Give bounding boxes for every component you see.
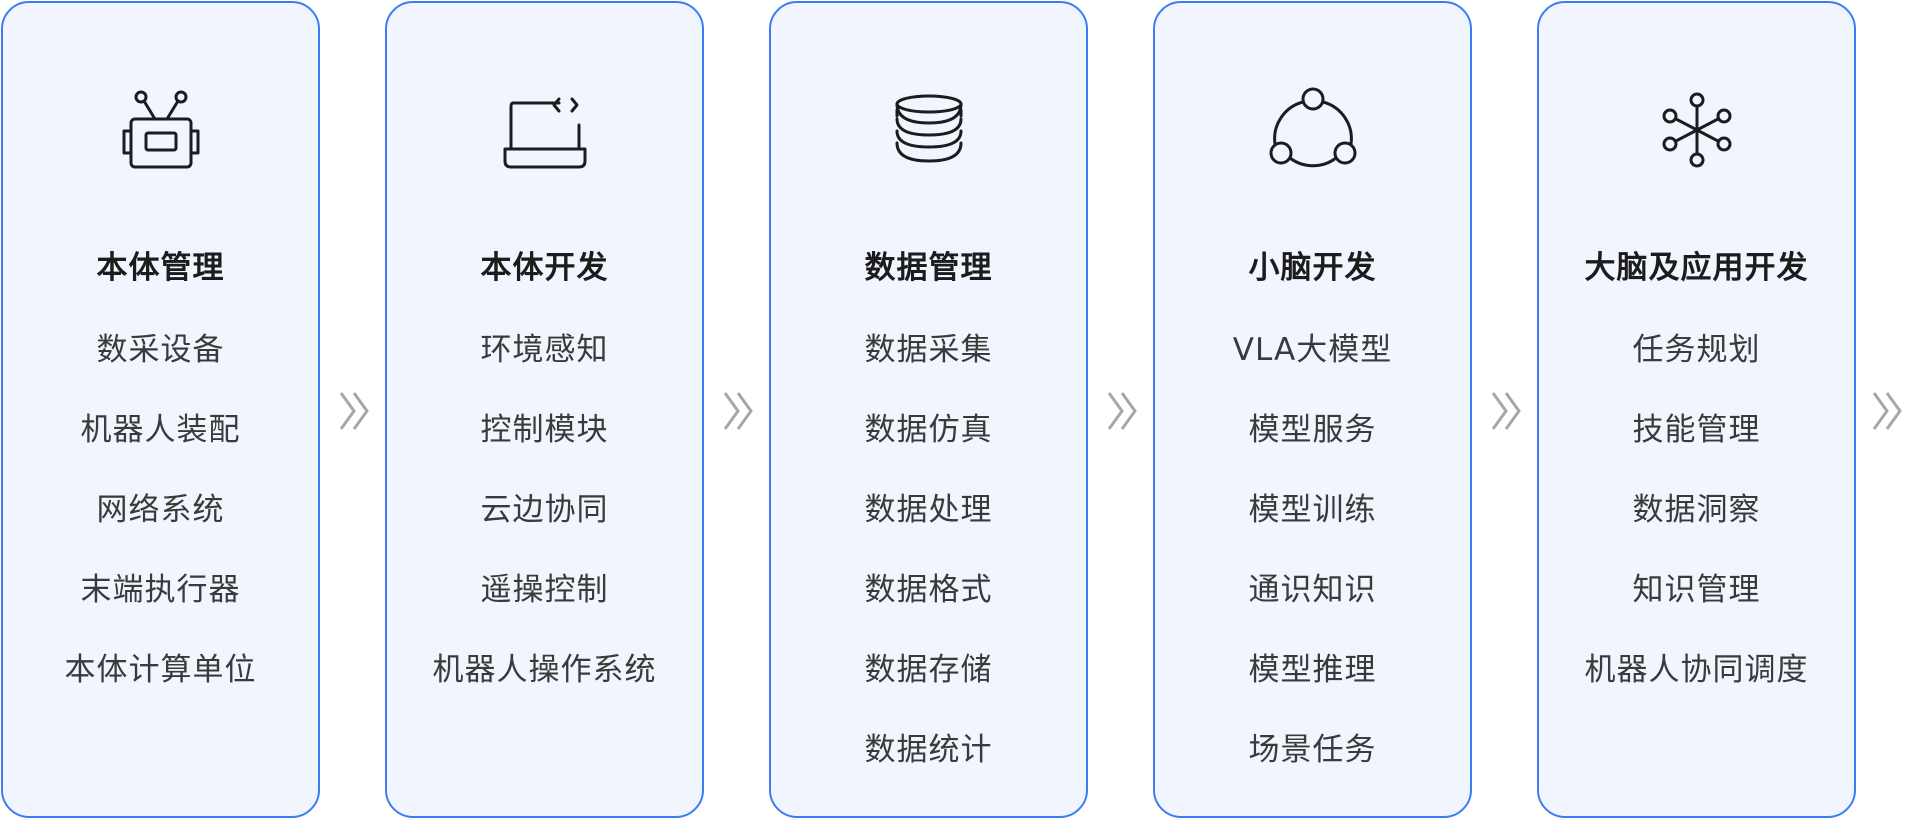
list-item: 数据洞察 [1632,492,1761,528]
column-title: 本体管理 [96,250,225,286]
column-title: 大脑及应用开发 [1584,250,1809,286]
column-title: 数据管理 [864,250,993,286]
list-item: 数据采集 [864,332,993,368]
chevron-right-icon [1107,392,1137,430]
item-list: 数据采集 数据仿真 数据处理 数据格式 数据存储 数据统计 [771,325,1086,805]
column-title: 小脑开发 [1248,250,1377,286]
list-item: 机器人协同调度 [1584,652,1809,688]
list-item: 数据格式 [864,572,993,608]
list-item: 控制模块 [480,412,609,448]
chevron-right-icon [1491,392,1521,430]
column-card-cerebellum-development: 小脑开发 VLA大模型 模型服务 模型训练 通识知识 模型推理 场景任务 [1153,1,1472,818]
chevron-right-icon [1872,392,1902,430]
item-list: VLA大模型 模型服务 模型训练 通识知识 模型推理 场景任务 [1155,325,1470,805]
list-item: 云边协同 [480,492,609,528]
item-list: 任务规划 技能管理 数据洞察 知识管理 机器人协同调度 [1539,325,1854,725]
molecule-icon [1539,81,1854,181]
list-item: 数据处理 [864,492,993,528]
list-item: 模型服务 [1248,412,1377,448]
list-item: 模型推理 [1248,652,1377,688]
chevron-right-icon [339,392,369,430]
column-card-data-management: 数据管理 数据采集 数据仿真 数据处理 数据格式 数据存储 数据统计 [769,1,1088,818]
list-item: 环境感知 [480,332,609,368]
list-item: 模型训练 [1248,492,1377,528]
database-icon [771,81,1086,181]
network-triangle-icon [1155,81,1470,181]
list-item: 通识知识 [1248,572,1377,608]
list-item: VLA大模型 [1232,332,1393,368]
list-item: 末端执行器 [80,572,241,608]
list-item: 任务规划 [1632,332,1761,368]
list-item: 机器人装配 [80,412,241,448]
list-item: 场景任务 [1248,732,1377,768]
list-item: 遥操控制 [480,572,609,608]
list-item: 数据存储 [864,652,993,688]
list-item: 数据统计 [864,732,993,768]
list-item: 数采设备 [96,332,225,368]
list-item: 本体计算单位 [64,652,257,688]
column-card-ontology-development: 本体开发 环境感知 控制模块 云边协同 遥操控制 机器人操作系统 [385,1,704,818]
chevron-right-icon [723,392,753,430]
list-item: 网络系统 [96,492,225,528]
list-item: 机器人操作系统 [432,652,657,688]
item-list: 数采设备 机器人装配 网络系统 末端执行器 本体计算单位 [3,325,318,725]
column-title: 本体开发 [480,250,609,286]
column-card-ontology-management: 本体管理 数采设备 机器人装配 网络系统 末端执行器 本体计算单位 [1,1,320,818]
list-item: 技能管理 [1632,412,1761,448]
laptop-code-icon [387,81,702,181]
list-item: 数据仿真 [864,412,993,448]
robot-icon [3,81,318,181]
column-card-brain-application-development: 大脑及应用开发 任务规划 技能管理 数据洞察 知识管理 机器人协同调度 [1537,1,1856,818]
item-list: 环境感知 控制模块 云边协同 遥操控制 机器人操作系统 [387,325,702,725]
list-item: 知识管理 [1632,572,1761,608]
